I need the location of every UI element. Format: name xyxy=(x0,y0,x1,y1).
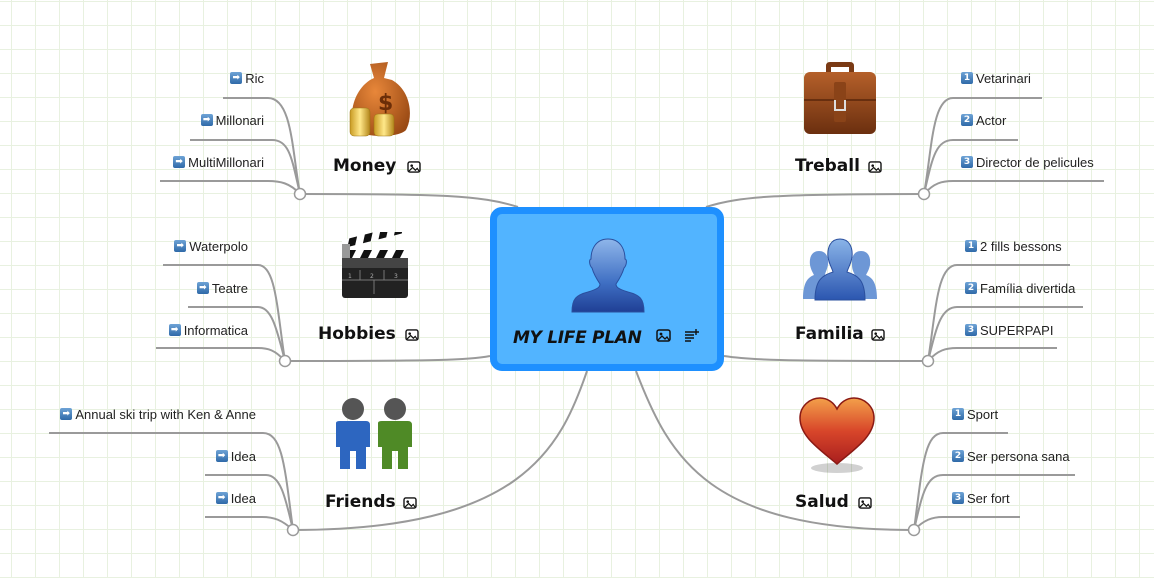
central-topic-title: MY LIFE PLAN xyxy=(513,328,642,348)
arrow-right-icon: ➡ xyxy=(174,240,187,252)
subtopic-idea-1[interactable]: ➡Idea xyxy=(215,448,256,464)
subtopic-millonari[interactable]: ➡Millonari xyxy=(200,112,264,128)
image-icon[interactable] xyxy=(868,161,882,173)
svg-text:3: 3 xyxy=(394,273,398,280)
topic-friends[interactable]: Friends xyxy=(325,492,396,512)
arrow-right-icon: ➡ xyxy=(230,72,243,84)
subtopic-idea-2[interactable]: ➡Idea xyxy=(215,490,256,506)
number-1-icon: 1 xyxy=(952,408,964,420)
topic-salud[interactable]: Salud xyxy=(795,492,849,512)
collapse-handle-familia xyxy=(921,354,935,368)
collapse-handle-salud xyxy=(907,523,921,537)
image-icon[interactable] xyxy=(405,329,419,341)
number-2-icon: 2 xyxy=(952,450,964,462)
arrow-right-icon: ➡ xyxy=(215,492,228,504)
heart-icon xyxy=(799,397,875,473)
svg-text:$: $ xyxy=(378,91,393,116)
arrow-right-icon: ➡ xyxy=(60,408,73,420)
number-3-icon: 3 xyxy=(965,324,977,336)
arrow-right-icon: ➡ xyxy=(200,114,213,126)
svg-text:2: 2 xyxy=(370,273,374,280)
subtopic-annual-ski-trip[interactable]: ➡Annual ski trip with Ken & Anne xyxy=(60,406,256,422)
topic-treball[interactable]: Treball xyxy=(795,156,860,176)
money-bag-icon: $ xyxy=(349,62,410,137)
group-users-icon xyxy=(803,238,877,301)
image-icon[interactable] xyxy=(403,497,417,509)
topic-money[interactable]: Money xyxy=(333,156,397,176)
briefcase-icon xyxy=(804,62,876,134)
collapse-handle-friends xyxy=(286,523,300,537)
clapperboard-icon: 1 2 3 xyxy=(341,232,408,298)
arrow-right-icon: ➡ xyxy=(168,324,181,336)
central-topic[interactable]: MY LIFE PLAN xyxy=(490,207,724,371)
subtopic-ric[interactable]: ➡Ric xyxy=(230,70,264,86)
topic-familia[interactable]: Familia xyxy=(795,324,864,344)
number-2-icon: 2 xyxy=(961,114,973,126)
collapse-handle-hobbies xyxy=(278,354,292,368)
image-icon[interactable] xyxy=(656,329,671,342)
arrow-right-icon: ➡ xyxy=(215,450,228,462)
subtopic-teatre[interactable]: ➡Teatre xyxy=(196,280,248,296)
subtopic-waterpolo[interactable]: ➡Waterpolo xyxy=(174,238,248,254)
two-people-icon xyxy=(336,398,412,469)
number-1-icon: 1 xyxy=(961,72,973,84)
add-notes-icon[interactable] xyxy=(684,329,699,342)
collapse-handle-treball xyxy=(917,187,931,201)
image-icon[interactable] xyxy=(858,497,872,509)
subtopic-multimillonari[interactable]: ➡MultiMillonari xyxy=(173,154,264,170)
number-3-icon: 3 xyxy=(961,156,973,168)
collapse-handle-money xyxy=(293,187,307,201)
user-silhouette-icon xyxy=(571,238,645,313)
number-2-icon: 2 xyxy=(965,282,977,294)
subtopic-informatica[interactable]: ➡Informatica xyxy=(168,322,248,338)
topic-hobbies[interactable]: Hobbies xyxy=(318,324,396,344)
number-1-icon: 1 xyxy=(965,240,977,252)
image-icon[interactable] xyxy=(871,329,885,341)
svg-text:1: 1 xyxy=(348,273,352,280)
image-icon[interactable] xyxy=(407,161,421,173)
arrow-right-icon: ➡ xyxy=(196,282,209,294)
arrow-right-icon: ➡ xyxy=(173,156,186,168)
number-3-icon: 3 xyxy=(952,492,964,504)
